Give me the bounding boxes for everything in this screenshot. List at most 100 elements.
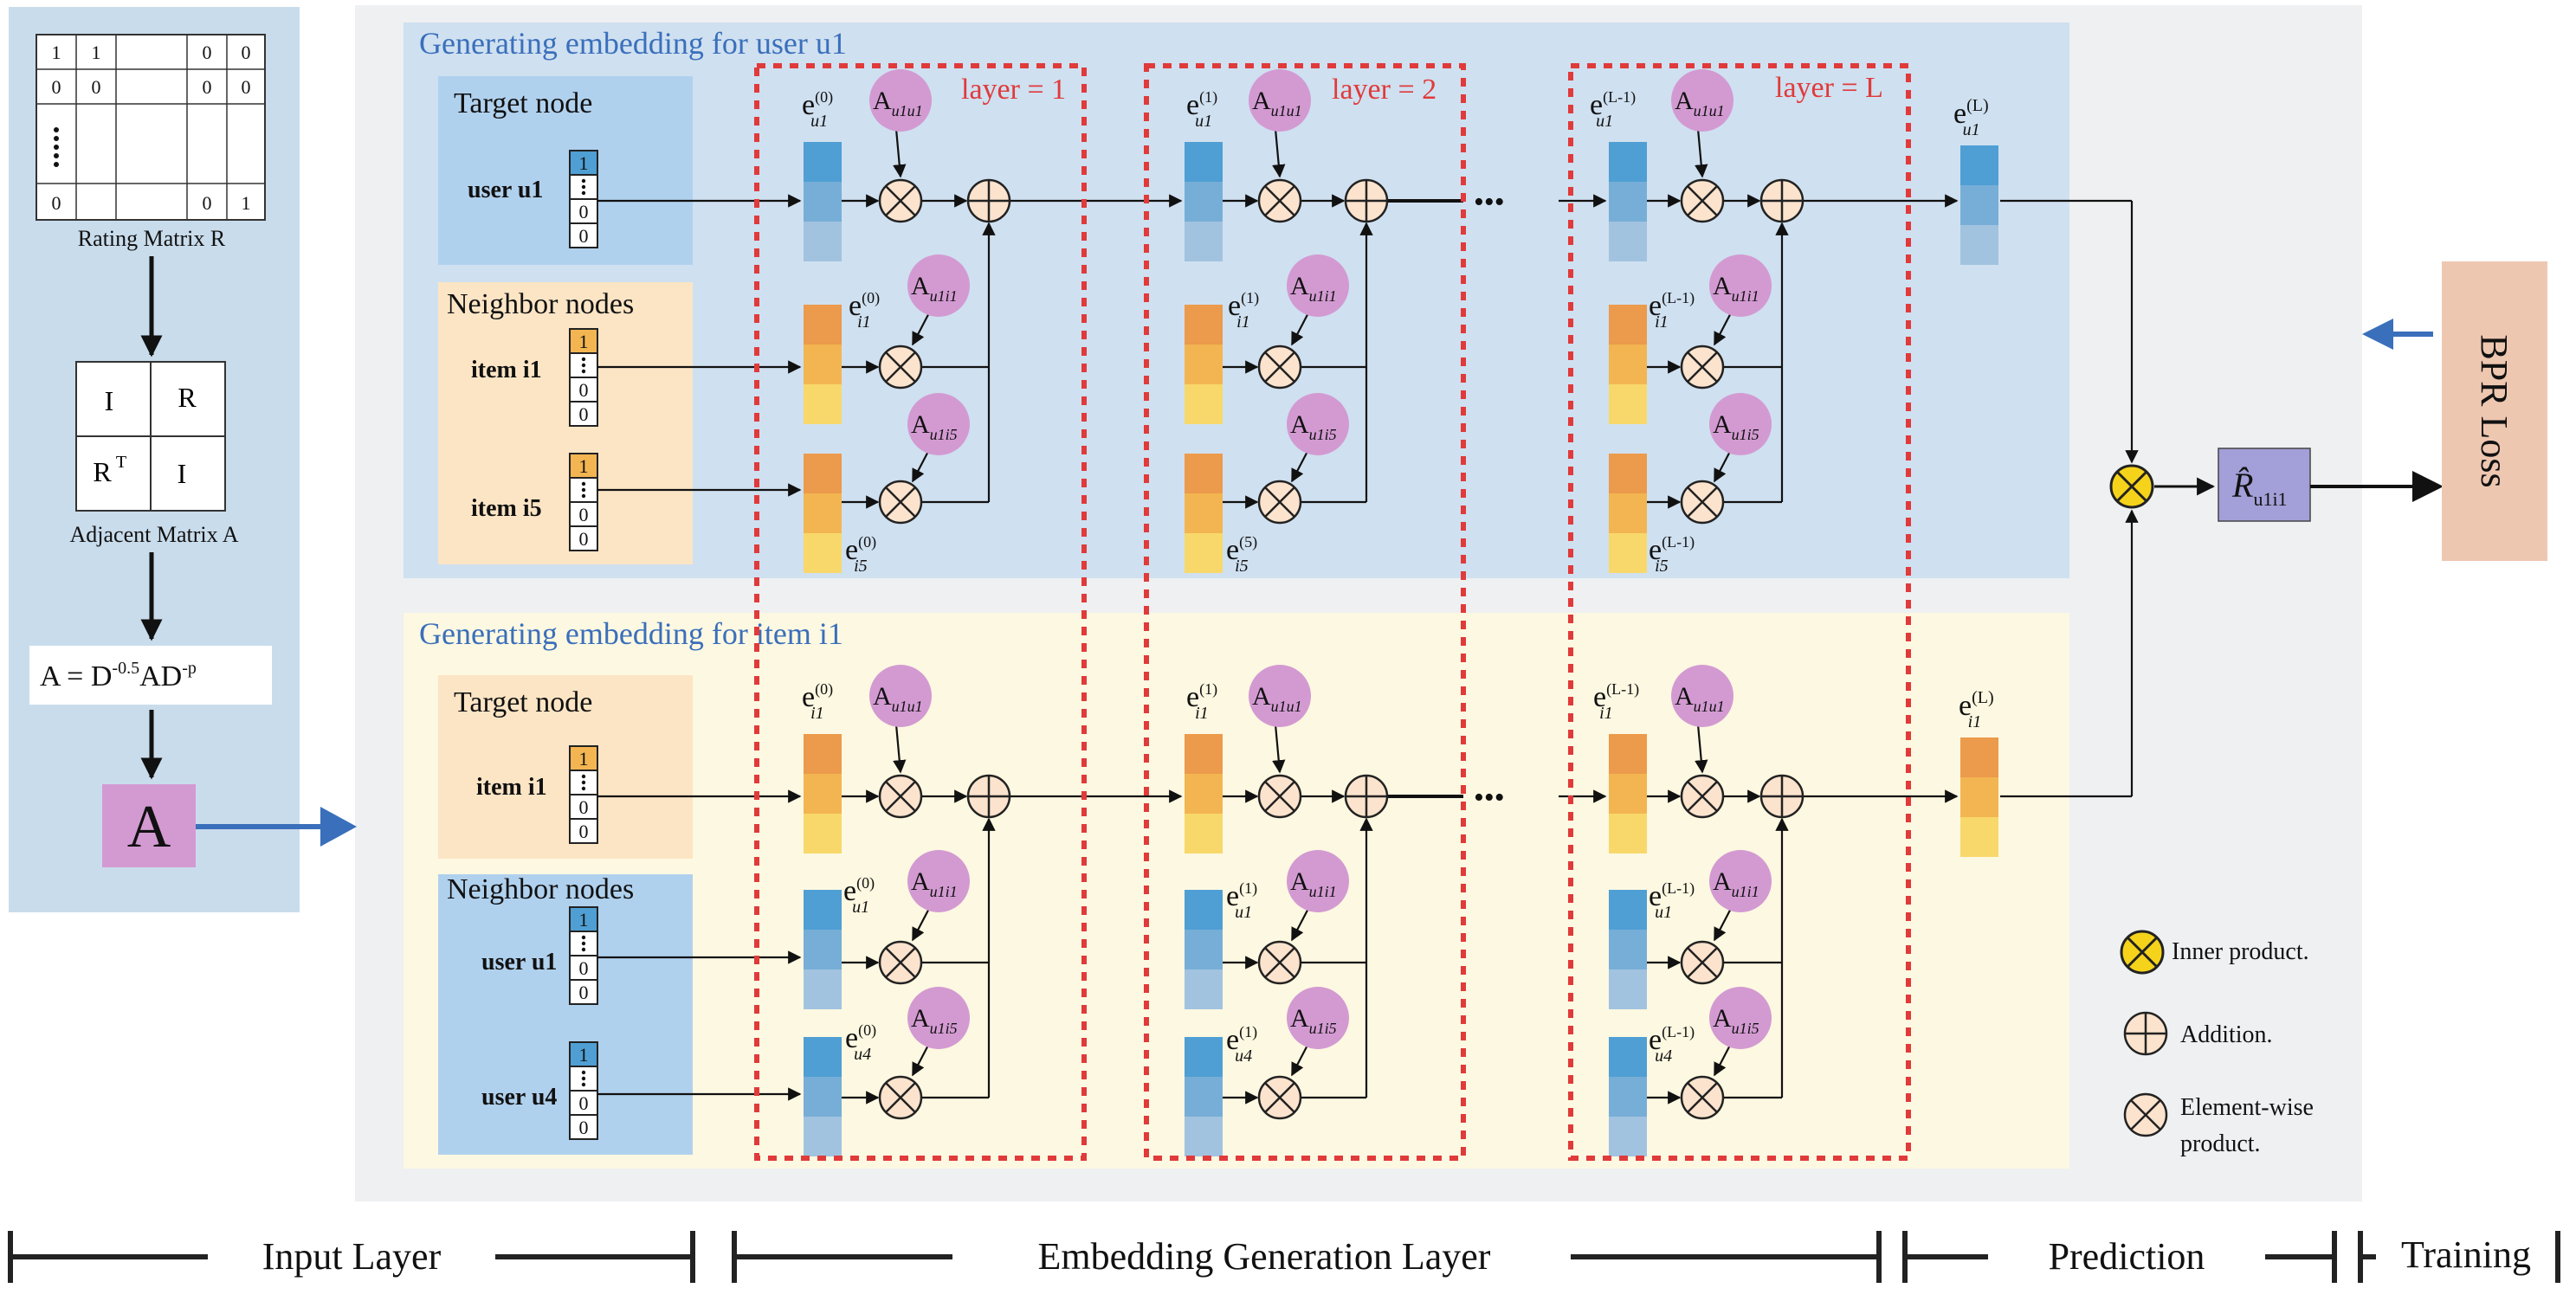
onehot-digit: 1 — [579, 455, 589, 477]
attention-label: Au1u1 — [1252, 682, 1302, 715]
user-neighbor-item: item i1 — [471, 357, 542, 383]
layer-ellipsis: ••• — [1474, 186, 1505, 218]
embedding-label: e(L-1)u1 — [1649, 879, 1695, 922]
embedding-label: e(0)u4 — [845, 1021, 876, 1064]
bpr-loss-label: BPR Loss — [2473, 334, 2515, 487]
embedding-label: e(0)i1 — [802, 680, 833, 723]
item-target-item: item i1 — [476, 774, 547, 801]
onehot-digit: 0 — [579, 201, 589, 222]
embedding-label: e(5)i5 — [1226, 533, 1257, 576]
attention-label: Au1i1 — [1290, 272, 1337, 305]
layer-frame-2 — [1144, 63, 1466, 1161]
legend-addition-label: Addition. — [2180, 1021, 2273, 1048]
matrix-cell: 0 — [242, 76, 251, 98]
onehot-digit: 1 — [579, 331, 589, 352]
layer-frame-1 — [754, 63, 1087, 1161]
embedding-label: e(1)i1 — [1186, 680, 1217, 723]
legend-element-wise-icon — [2123, 1092, 2168, 1137]
matrix-cell: 0 — [52, 76, 61, 98]
matrix-cell: 1 — [92, 42, 101, 63]
attention-label: Au1u1 — [873, 87, 923, 119]
matrix-cell: 0 — [203, 42, 212, 63]
attention-label: Au1u1 — [1252, 87, 1302, 119]
embedding-label: e(L-1)u1 — [1590, 88, 1636, 131]
onehot-digit: 0 — [579, 504, 589, 525]
embedding-label: e(1)u1 — [1226, 879, 1257, 922]
stage-training: Training — [2401, 1233, 2531, 1276]
attention-circles — [869, 69, 1772, 1049]
predicted-rating-label: R̂u1i1 — [2231, 466, 2288, 510]
legend-addition-icon — [2123, 1011, 2168, 1056]
item-neighbor-nodes-box — [438, 874, 693, 1155]
adjacent-block-matrix: I R R T I — [75, 361, 226, 512]
item-target-node-box — [438, 675, 693, 859]
inner-product-icon — [2109, 464, 2154, 509]
embedding-label: e(L-1)u4 — [1649, 1023, 1695, 1066]
a-matrix-label: A — [127, 794, 171, 860]
embedding-label: e(1)i1 — [1228, 289, 1259, 332]
stage-bar — [8, 1231, 2560, 1283]
rating-matrix: 1 1 0 0 0 0 0 0 0 0 1 — [36, 34, 266, 221]
onehot-digit: 0 — [579, 528, 589, 550]
embedding-label: e(1)u4 — [1226, 1023, 1257, 1066]
onehot-digit: 0 — [579, 225, 589, 247]
matrix-cell: 1 — [52, 42, 61, 63]
attention-label: Au1u1 — [1675, 682, 1725, 715]
attention-label: Au1i1 — [911, 867, 958, 900]
attention-label: Au1i5 — [1713, 410, 1759, 443]
block-bl: R — [93, 456, 112, 487]
layer-ellipsis: ••• — [1474, 782, 1505, 814]
item-neighbor-item: user u4 — [481, 1084, 557, 1111]
vertical-ellipsis-icon — [54, 127, 59, 167]
onehot-digit: 0 — [579, 403, 589, 425]
legend-inner-label: Inner product. — [2172, 938, 2309, 965]
item-neighbor-item: user u1 — [481, 949, 557, 976]
onehot-digit: 0 — [579, 796, 589, 818]
rating-matrix-label: Rating Matrix R — [78, 226, 226, 251]
normalization-formula: A = D-0.5AD-p — [29, 646, 272, 705]
onehot-digit: 0 — [579, 982, 589, 1003]
attention-label: Au1i5 — [1290, 1004, 1337, 1037]
attention-label: Au1u1 — [1675, 87, 1725, 119]
stage-embedding-generation: Embedding Generation Layer — [1038, 1235, 1491, 1278]
onehot-digit: 0 — [579, 821, 589, 842]
embedding-label: e(L-1)i1 — [1649, 289, 1695, 332]
attention-label: Au1i5 — [1290, 410, 1337, 443]
attention-label: Au1i1 — [911, 272, 958, 305]
onehot-digit: 0 — [579, 379, 589, 401]
legend-elementwise-label-1: Element-wise — [2180, 1094, 2314, 1121]
embedding-label: e(L-1)i5 — [1649, 533, 1695, 576]
bpr-loss-box — [2442, 261, 2547, 561]
block-tr: R — [178, 382, 197, 413]
layer-frames — [754, 63, 1911, 1161]
embedding-label: e(1)u1 — [1186, 88, 1217, 131]
black-arrowhead-icon — [2412, 471, 2444, 502]
onehot-digit: 0 — [579, 957, 589, 979]
embedding-label: e(L-1)i1 — [1593, 680, 1639, 723]
attention-label: Au1i1 — [1290, 867, 1337, 900]
block-br: I — [178, 458, 187, 489]
stage-prediction: Prediction — [2049, 1235, 2205, 1278]
blue-arrowhead-icon — [320, 807, 357, 847]
matrix-cell: 0 — [242, 42, 251, 63]
attention-label: Au1i5 — [911, 410, 958, 443]
item-target-label: Target node — [454, 686, 592, 718]
attention-label: Au1i1 — [1713, 867, 1759, 900]
legend-inner-product-icon — [2120, 930, 2165, 975]
legend-elementwise-label-2: product. — [2180, 1130, 2261, 1157]
embedding-label: e(L)u1 — [1953, 96, 1989, 139]
user-target-item: user u1 — [468, 177, 543, 203]
layer-label-1: layer = 1 — [961, 74, 1066, 106]
onehot-digit: 1 — [579, 748, 589, 770]
attention-label: Au1i1 — [1713, 272, 1759, 305]
matrix-cell: 0 — [203, 76, 212, 98]
adjacent-matrix-label: Adjacent Matrix A — [70, 522, 239, 547]
block-bl-sup: T — [116, 453, 126, 472]
attention-label: Au1u1 — [873, 682, 923, 715]
a-matrix-box — [102, 784, 196, 867]
legend: Inner product. Addition. Element-wise pr… — [2120, 930, 2314, 1157]
user-panel-title: Generating embedding for user u1 — [419, 26, 847, 61]
item-panel-title: Generating embedding for item i1 — [419, 616, 843, 651]
embedding-label: e(0)u1 — [843, 874, 875, 917]
